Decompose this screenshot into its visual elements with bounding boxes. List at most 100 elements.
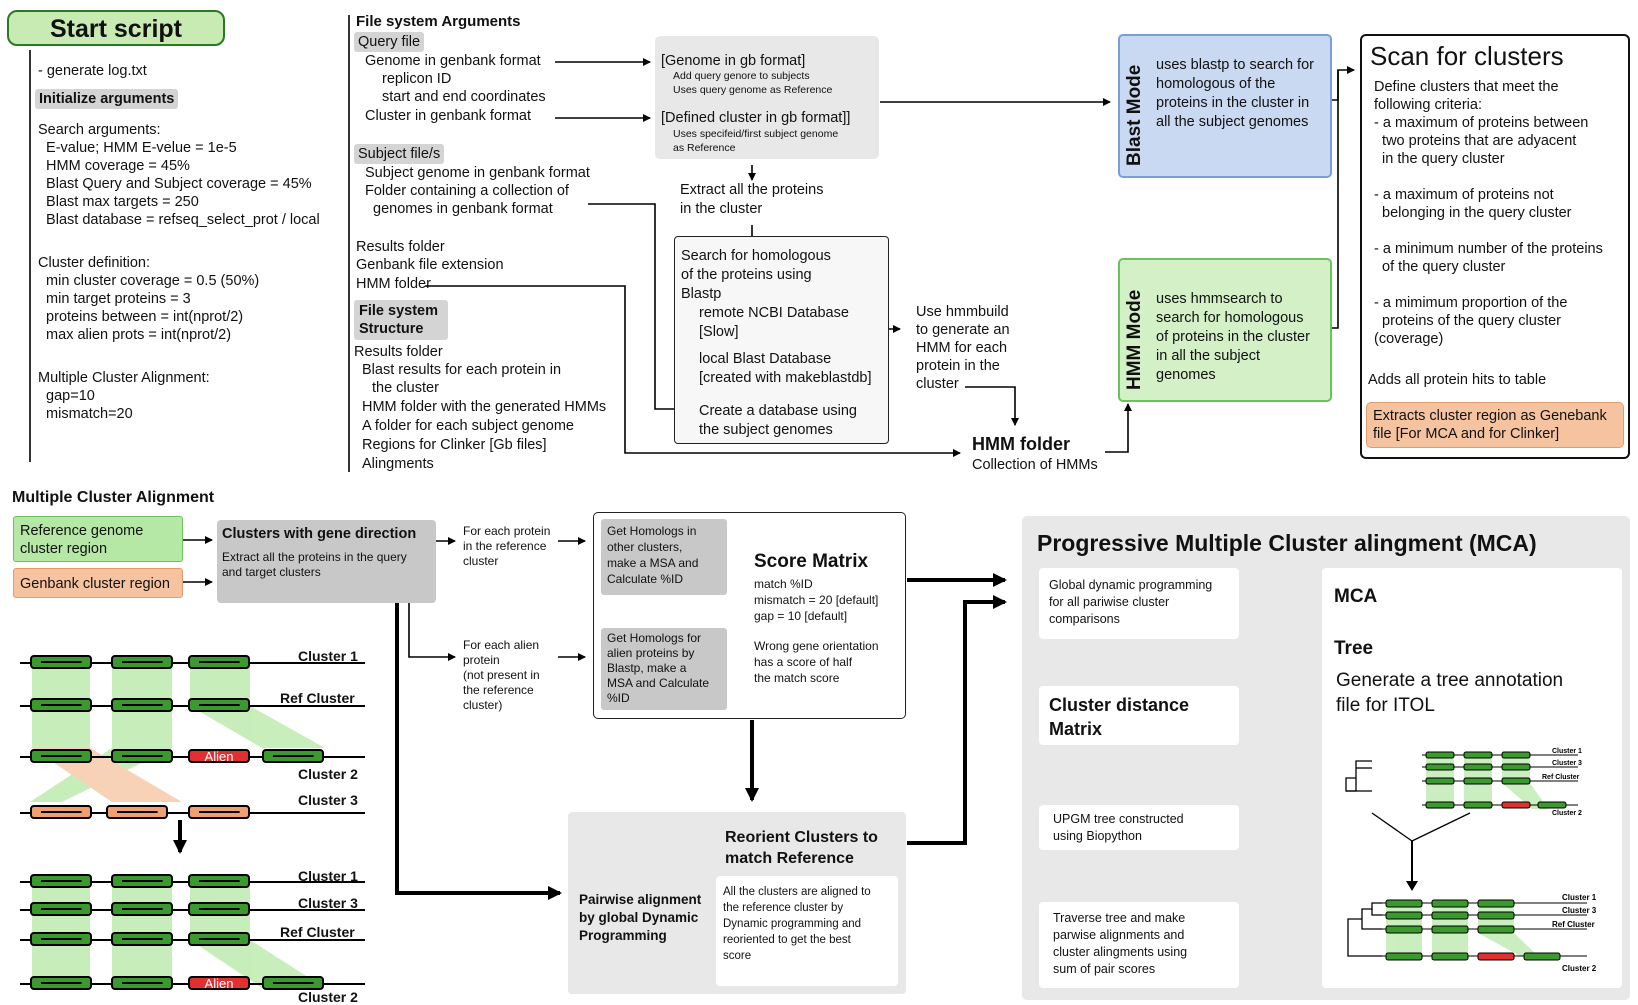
mini-label: Cluster 2: [1552, 810, 1582, 817]
upgm-box: UPGM tree constructed using Biopython: [1039, 805, 1239, 850]
pairwise-line: Programming: [579, 928, 667, 943]
scan-line: of the query cluster: [1374, 259, 1506, 275]
hmm-mode-line: search for homologous: [1156, 310, 1304, 326]
gene-arrow-icon: [262, 976, 324, 990]
hmm-mode-box: HMM Mode uses hmmsearch to search for ho…: [1118, 258, 1332, 402]
blast-mode-line: homologous of the: [1156, 76, 1276, 92]
gene-arrow-icon: [111, 749, 173, 763]
gb-cluster-label: [Defined cluster in gb format]]: [661, 110, 851, 126]
ref-line: cluster region: [20, 541, 108, 557]
scan-line: [1374, 276, 1603, 294]
scan-line: [1374, 168, 1603, 186]
homo-line: Calculate %ID: [607, 572, 684, 586]
arg-line: max alien prots = int(nprot/2): [38, 327, 232, 343]
cluster-label: Cluster 1: [298, 868, 358, 884]
mca-output-label: MCA: [1334, 586, 1378, 607]
cluster-def-args: Cluster definition: min cluster coverage…: [38, 254, 259, 344]
trav-line: parwise alignments and: [1053, 928, 1185, 942]
gene-direction-box: Clusters with gene direction Extract all…: [217, 520, 436, 603]
search-local: local Blast Database: [699, 351, 832, 367]
gene-arrow-icon: [188, 655, 250, 669]
score-matrix-box: Get Homologs in other clusters, make a M…: [593, 512, 906, 719]
struct-line: Regions for Clinker [Gb files]: [362, 437, 547, 453]
mini-label: Cluster 3: [1552, 760, 1582, 767]
arg-line: E-value; HMM E-velue = 1e-5: [38, 140, 237, 156]
blast-mode-label: Blast Mode: [1124, 64, 1145, 166]
start-script-badge: Start script: [7, 10, 225, 46]
gene-arrow-icon: [106, 805, 168, 819]
pairwise-line: by global Dynamic: [579, 910, 699, 925]
each-line: in the reference: [463, 539, 547, 553]
hmm-mode-line: genomes: [1156, 367, 1216, 383]
extract-line: Extract all the proteins: [680, 182, 824, 198]
traverse-box: Traverse tree and make parwise alignment…: [1039, 902, 1239, 988]
arg-line: proteins between = int(nprot/2): [38, 309, 244, 325]
reorient-title: Reorient Clusters to: [725, 829, 878, 846]
gb-note: as Reference: [673, 142, 736, 154]
scan-line: two proteins that are adyacent: [1374, 133, 1577, 149]
gbk-label: Genbank cluster region: [20, 576, 170, 592]
arg-line: min target proteins = 3: [38, 291, 191, 307]
gene-arrow-icon: [188, 874, 250, 888]
upgm-line: using Biopython: [1053, 829, 1142, 843]
tree-annotation-illustration: Cluster 1 Cluster 3 Ref Cluster Cluster …: [1345, 748, 1597, 973]
extract-line: in the cluster: [680, 201, 763, 217]
scan-clusters-box: Scan for clusters Define clusters that m…: [1360, 34, 1630, 459]
gene-arrow-icon: [30, 749, 92, 763]
scan-line: - a mimimum proportion of the: [1374, 295, 1568, 311]
itol-line: file for ITOL: [1336, 695, 1435, 716]
other-arg: HMM folder: [356, 276, 431, 292]
score-line: gap = 10 [default]: [754, 609, 848, 623]
reorient-box: Reorient Clusters to match Reference Pai…: [568, 812, 906, 994]
search-line: of the proteins using: [681, 267, 812, 283]
trav-line: sum of pair scores: [1053, 962, 1156, 976]
scan-line: (coverage): [1374, 331, 1444, 347]
cluster-label: Ref Cluster: [280, 690, 355, 706]
scan-line: proteins of the query cluster: [1374, 313, 1561, 329]
progressive-title: Progressive Multiple Cluster alingment (…: [1037, 530, 1537, 556]
struct-line: Blast results for each protein in: [362, 362, 562, 378]
hmmbuild-line: cluster: [916, 376, 959, 392]
alien-gene: Alien: [188, 976, 250, 990]
cluster-label: Cluster 3: [298, 895, 358, 911]
subject-line: genomes in genbank format: [373, 201, 553, 217]
global-line: for all pariwise cluster: [1049, 595, 1170, 609]
blast-mode-line: proteins in the cluster in: [1156, 95, 1310, 111]
score-line: match %ID: [754, 577, 813, 591]
gene-arrow-icon: [111, 698, 173, 712]
homologs-box-1: Get Homologs in other clusters, make a M…: [601, 519, 727, 595]
homologs-box-2: Get Homologs for alien proteins by Blast…: [601, 628, 727, 710]
hmm-mode-line: uses hmmsearch to: [1156, 291, 1283, 307]
cluster-label: Cluster 3: [298, 792, 358, 808]
output-panel: MCA Tree Generate a tree annotation file…: [1322, 568, 1622, 988]
alien-line: the reference: [463, 683, 534, 697]
gene-arrow-icon: [30, 932, 92, 946]
struct-line: A folder for each subject genome: [362, 418, 574, 434]
score-note: Wrong gene orientation: [754, 639, 879, 653]
hmm-folder-sub: Collection of HMMs: [972, 457, 1098, 473]
subject-file-tag: Subject file/s: [354, 144, 445, 164]
cluster-label: Cluster 1: [298, 648, 358, 664]
mini-label: Ref Cluster: [1542, 774, 1580, 781]
dist-line: Matrix: [1049, 719, 1103, 739]
struct-line: HMM folder with the generated HMMs: [362, 399, 607, 415]
trav-line: Traverse tree and make: [1053, 911, 1186, 925]
mini-label: Ref Cluster: [1552, 920, 1595, 929]
other-arg: Genbank file extension: [356, 257, 504, 273]
gene-arrow-icon: [111, 874, 173, 888]
gb-note: Uses query genome as Reference: [673, 84, 833, 96]
alien-line: (not present in: [463, 668, 540, 682]
ref-genome-box: Reference genome cluster region: [13, 516, 183, 562]
alien-line: For each alien: [463, 638, 540, 652]
alien-gene: Alien: [188, 749, 250, 763]
extract-region-box: Extracts cluster region as Genebank file…: [1366, 402, 1624, 448]
homo-line: alien proteins by: [607, 646, 695, 660]
cluster-label: Ref Cluster: [280, 924, 355, 940]
search-remote: [Slow]: [699, 324, 739, 340]
hmmbuild-line: protein in the: [916, 358, 1000, 374]
reorient-title: match Reference: [725, 850, 854, 867]
blast-mode-box: Blast Mode uses blastp to search for hom…: [1118, 34, 1332, 178]
mca-section-title: Multiple Cluster Alignment: [12, 489, 215, 506]
arg-line: HMM coverage = 45%: [38, 158, 190, 174]
